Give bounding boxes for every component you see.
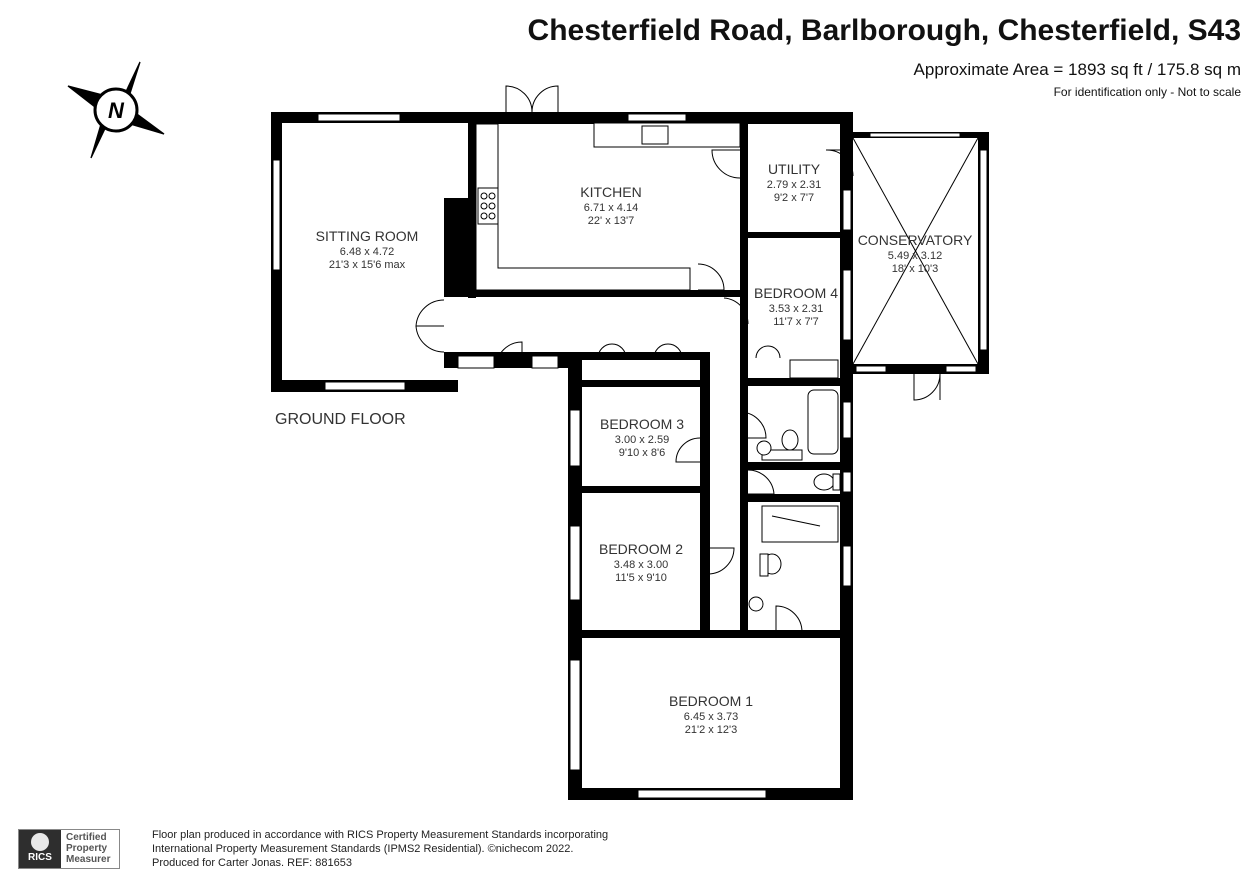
room-imperial: 18' x 10'3 bbox=[892, 263, 938, 275]
rics-certification-text: Certified Property Measurer bbox=[66, 832, 110, 865]
rics-cert-line: Measurer bbox=[66, 854, 111, 865]
room-metric: 3.00 x 2.59 bbox=[615, 434, 669, 446]
rics-logo: RICS bbox=[19, 830, 61, 868]
page-title: Chesterfield Road, Barlborough, Chesterf… bbox=[527, 14, 1241, 47]
room-conservatory: CONSERVATORY 5.49 x 3.12 18' x 10'3 bbox=[858, 232, 973, 275]
rics-certified-badge: RICS Certified Property Measurer bbox=[18, 829, 120, 869]
room-name: BEDROOM 1 bbox=[669, 693, 753, 709]
room-metric: 6.71 x 4.14 bbox=[584, 202, 638, 214]
room-bedroom-2: BEDROOM 2 3.48 x 3.00 11'5 x 9'10 bbox=[599, 541, 683, 584]
footer-line: Produced for Carter Jonas. REF: 881653 bbox=[152, 857, 352, 869]
windows bbox=[272, 113, 988, 799]
room-kitchen: KITCHEN 6.71 x 4.14 22' x 13'7 bbox=[580, 184, 641, 227]
room-imperial: 21'2 x 12'3 bbox=[685, 724, 738, 736]
footer-line: International Property Measurement Stand… bbox=[152, 843, 574, 855]
scale-note: For identification only - Not to scale bbox=[1053, 85, 1241, 99]
walls bbox=[271, 112, 989, 800]
rics-logo-text: RICS bbox=[28, 852, 52, 863]
rics-cert-line: Property bbox=[66, 843, 108, 854]
room-name: BEDROOM 3 bbox=[600, 416, 684, 432]
room-metric: 2.79 x 2.31 bbox=[767, 179, 821, 191]
room-imperial: 9'2 x 7'7 bbox=[774, 192, 814, 204]
room-utility: UTILITY 2.79 x 2.31 9'2 x 7'7 bbox=[767, 161, 821, 204]
room-metric: 6.45 x 3.73 bbox=[684, 711, 738, 723]
compass-letter: N bbox=[108, 98, 125, 123]
conservatory-cross bbox=[852, 137, 979, 365]
door-swings bbox=[415, 85, 941, 633]
room-name: BEDROOM 2 bbox=[599, 541, 683, 557]
fixtures bbox=[475, 122, 841, 612]
north-compass-icon: N bbox=[67, 61, 165, 159]
rics-emblem-icon bbox=[31, 833, 49, 851]
room-imperial: 11'5 x 9'10 bbox=[615, 572, 667, 584]
room-name: CONSERVATORY bbox=[858, 232, 973, 248]
room-imperial: 11'7 x 7'7 bbox=[773, 316, 819, 328]
room-metric: 6.48 x 4.72 bbox=[340, 246, 394, 258]
room-imperial: 22' x 13'7 bbox=[588, 215, 634, 227]
floor-label: GROUND FLOOR bbox=[275, 411, 406, 428]
room-name: BEDROOM 4 bbox=[754, 285, 838, 301]
room-name: SITTING ROOM bbox=[316, 228, 419, 244]
rics-cert-line: Certified bbox=[66, 832, 107, 843]
room-metric: 3.48 x 3.00 bbox=[614, 559, 668, 571]
room-name: UTILITY bbox=[768, 161, 821, 177]
approximate-area: Approximate Area = 1893 sq ft / 175.8 sq… bbox=[913, 60, 1241, 79]
room-bedroom-1: BEDROOM 1 6.45 x 3.73 21'2 x 12'3 bbox=[669, 693, 753, 736]
room-sitting-room: SITTING ROOM 6.48 x 4.72 21'3 x 15'6 max bbox=[316, 228, 419, 271]
footer-disclaimer: Floor plan produced in accordance with R… bbox=[152, 828, 608, 870]
footer-line: Floor plan produced in accordance with R… bbox=[152, 829, 609, 841]
room-imperial: 21'3 x 15'6 max bbox=[329, 259, 406, 271]
room-metric: 3.53 x 2.31 bbox=[769, 303, 823, 315]
room-bedroom-4: BEDROOM 4 3.53 x 2.31 11'7 x 7'7 bbox=[754, 285, 838, 328]
room-metric: 5.49 x 3.12 bbox=[888, 250, 942, 262]
room-imperial: 9'10 x 8'6 bbox=[619, 447, 665, 459]
room-bedroom-3: BEDROOM 3 3.00 x 2.59 9'10 x 8'6 bbox=[600, 416, 684, 459]
room-name: KITCHEN bbox=[580, 184, 641, 200]
